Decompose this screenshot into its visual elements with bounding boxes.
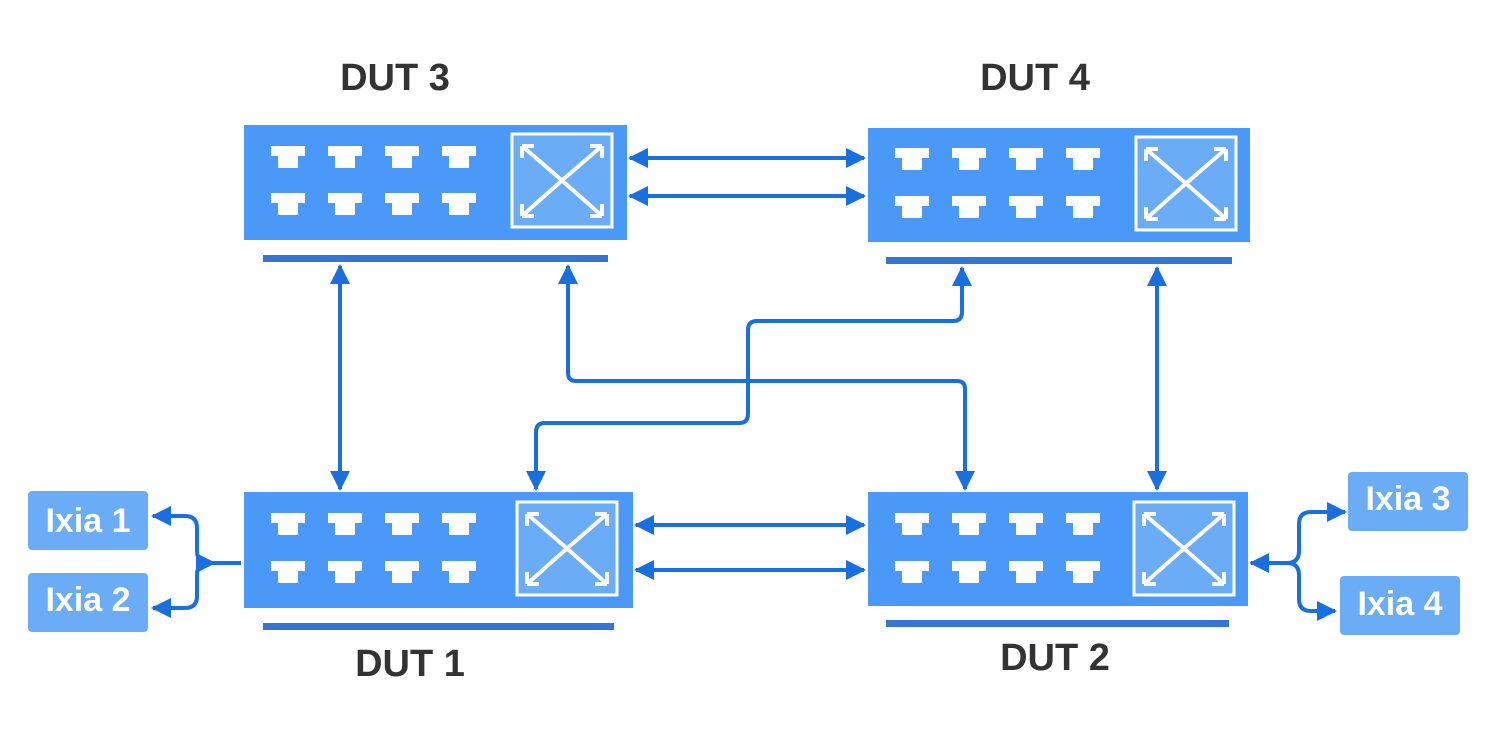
dut2-label: DUT 2 [1000,637,1110,679]
network-switch-icon [244,125,627,262]
dut2-switch[interactable]: DUT 2 [868,492,1248,679]
link-dut4-dut1 [526,266,972,491]
ixia4-label: Ixia 4 [1357,585,1442,623]
ixia3-box[interactable]: Ixia 3 [1348,472,1468,531]
switch-base [886,257,1232,264]
ixia1-box[interactable]: Ixia 1 [28,491,148,550]
link-ixia3-dut2 [1249,502,1347,573]
dut3-label: DUT 3 [340,57,450,99]
dut1-switch[interactable]: DUT 1 [244,492,633,685]
ixia3-label: Ixia 3 [1365,480,1450,518]
link-ixia4-dut2 [1280,561,1337,621]
switch-base [886,620,1229,627]
dut4-switch[interactable]: DUT 4 [868,57,1250,264]
ixia4-box[interactable]: Ixia 4 [1340,576,1460,635]
link-ixia1-dut1 [151,506,241,565]
network-switch-icon [868,128,1250,264]
dut3-switch[interactable]: DUT 3 [244,57,627,262]
crossover-icon [1134,135,1238,232]
ixia1-label: Ixia 1 [45,502,130,540]
ixia2-box[interactable]: Ixia 2 [28,573,148,632]
switch-base [263,255,608,262]
crossover-icon [510,132,614,229]
ixia2-label: Ixia 2 [45,581,130,619]
dut1-label: DUT 1 [355,643,465,685]
crossover-icon [1132,500,1236,597]
link-dut3-dut2 [558,264,975,491]
switch-base [263,623,614,630]
dut4-label: DUT 4 [980,57,1090,99]
network-switch-icon [868,492,1248,627]
crossover-icon [515,500,619,597]
link-ixia2-dut1 [151,553,216,618]
network-switch-icon [244,492,633,630]
